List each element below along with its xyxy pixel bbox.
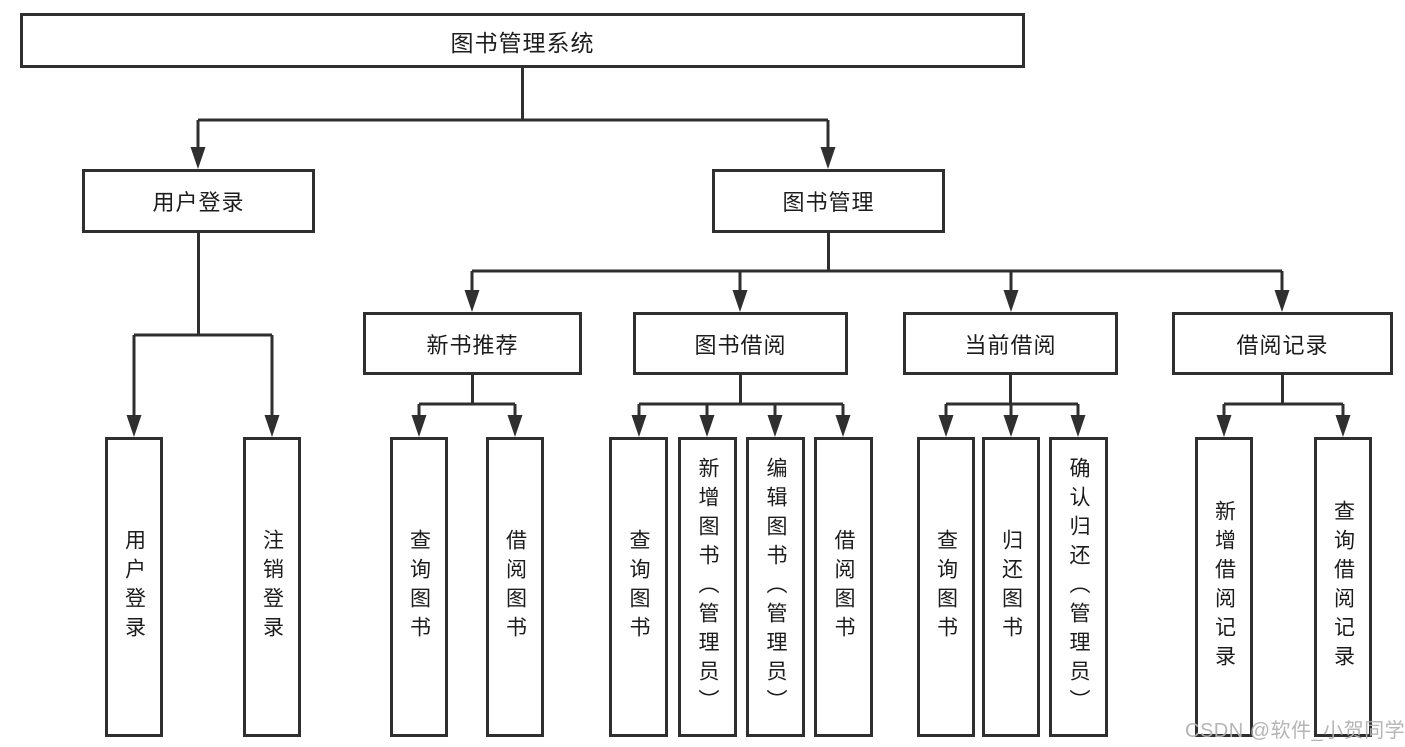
node-book-management-branch: 图书管理 bbox=[712, 169, 945, 233]
node-label: 归还图书 bbox=[999, 529, 1023, 645]
node-label: 查询图书 bbox=[934, 529, 958, 645]
connector-book-borrow bbox=[637, 375, 845, 418]
node-label: 图书借阅 bbox=[694, 332, 787, 358]
node-borrow-books-leaf: 借阅图书 bbox=[814, 437, 873, 737]
node-logout-leaf: 注销登录 bbox=[243, 437, 301, 737]
node-label: 新书推荐 bbox=[426, 332, 519, 358]
node-label: 新增借阅记录 bbox=[1212, 500, 1236, 674]
csdn-watermark: CSDN @软件_小贺同学 bbox=[1185, 720, 1405, 742]
node-user-login-branch: 用户登录 bbox=[82, 169, 315, 233]
node-query-books-leaf: 查询图书 bbox=[609, 437, 668, 737]
connector-root bbox=[196, 68, 830, 150]
node-new-book-recommendation: 新书推荐 bbox=[363, 312, 582, 375]
node-label: 图书管理系统 bbox=[450, 29, 595, 56]
node-borrowing-records: 借阅记录 bbox=[1172, 312, 1393, 375]
node-label: 用户登录 bbox=[152, 190, 245, 215]
node-borrow-books-leaf: 借阅图书 bbox=[486, 437, 544, 737]
connector-new-book-rec bbox=[417, 375, 517, 418]
node-book-borrowing: 图书借阅 bbox=[633, 312, 848, 375]
node-label: 编辑图书（管理员） bbox=[764, 456, 787, 718]
node-add-borrow-record-leaf: 新增借阅记录 bbox=[1195, 437, 1253, 737]
node-label: 查询借阅记录 bbox=[1331, 500, 1355, 674]
connector-current-borrow bbox=[944, 375, 1080, 418]
node-edit-books-admin-leaf: 编辑图书（管理员） bbox=[746, 437, 805, 737]
arrowheads bbox=[126, 147, 1351, 437]
node-label: 确认归还（管理员） bbox=[1067, 456, 1090, 718]
node-current-borrowing: 当前借阅 bbox=[903, 312, 1118, 375]
node-label: 当前借阅 bbox=[964, 332, 1057, 358]
node-label: 图书管理 bbox=[782, 190, 875, 215]
node-label: 借阅图书 bbox=[832, 529, 855, 645]
node-label: 查询图书 bbox=[627, 529, 650, 645]
node-label: 用户登录 bbox=[122, 529, 146, 645]
connector-book-mgmt bbox=[470, 233, 1284, 293]
node-confirm-return-admin-leaf: 确认归还（管理员） bbox=[1049, 437, 1108, 737]
node-query-books-leaf: 查询图书 bbox=[917, 437, 975, 737]
node-label: 注销登录 bbox=[260, 529, 284, 645]
node-query-borrow-record-leaf: 查询借阅记录 bbox=[1314, 437, 1372, 737]
connector-borrow-record bbox=[1222, 375, 1345, 418]
node-label: 查询图书 bbox=[407, 529, 431, 645]
node-book-management-system: 图书管理系统 bbox=[20, 13, 1025, 68]
node-label: 借阅图书 bbox=[503, 529, 527, 645]
node-query-books-leaf: 查询图书 bbox=[390, 437, 448, 737]
node-return-books-leaf: 归还图书 bbox=[982, 437, 1040, 737]
node-label: 新增图书（管理员） bbox=[696, 456, 719, 718]
node-add-books-admin-leaf: 新增图书（管理员） bbox=[678, 437, 737, 737]
node-label: 借阅记录 bbox=[1236, 332, 1329, 358]
connector-user-login bbox=[132, 233, 274, 418]
node-user-login-leaf: 用户登录 bbox=[105, 437, 163, 737]
